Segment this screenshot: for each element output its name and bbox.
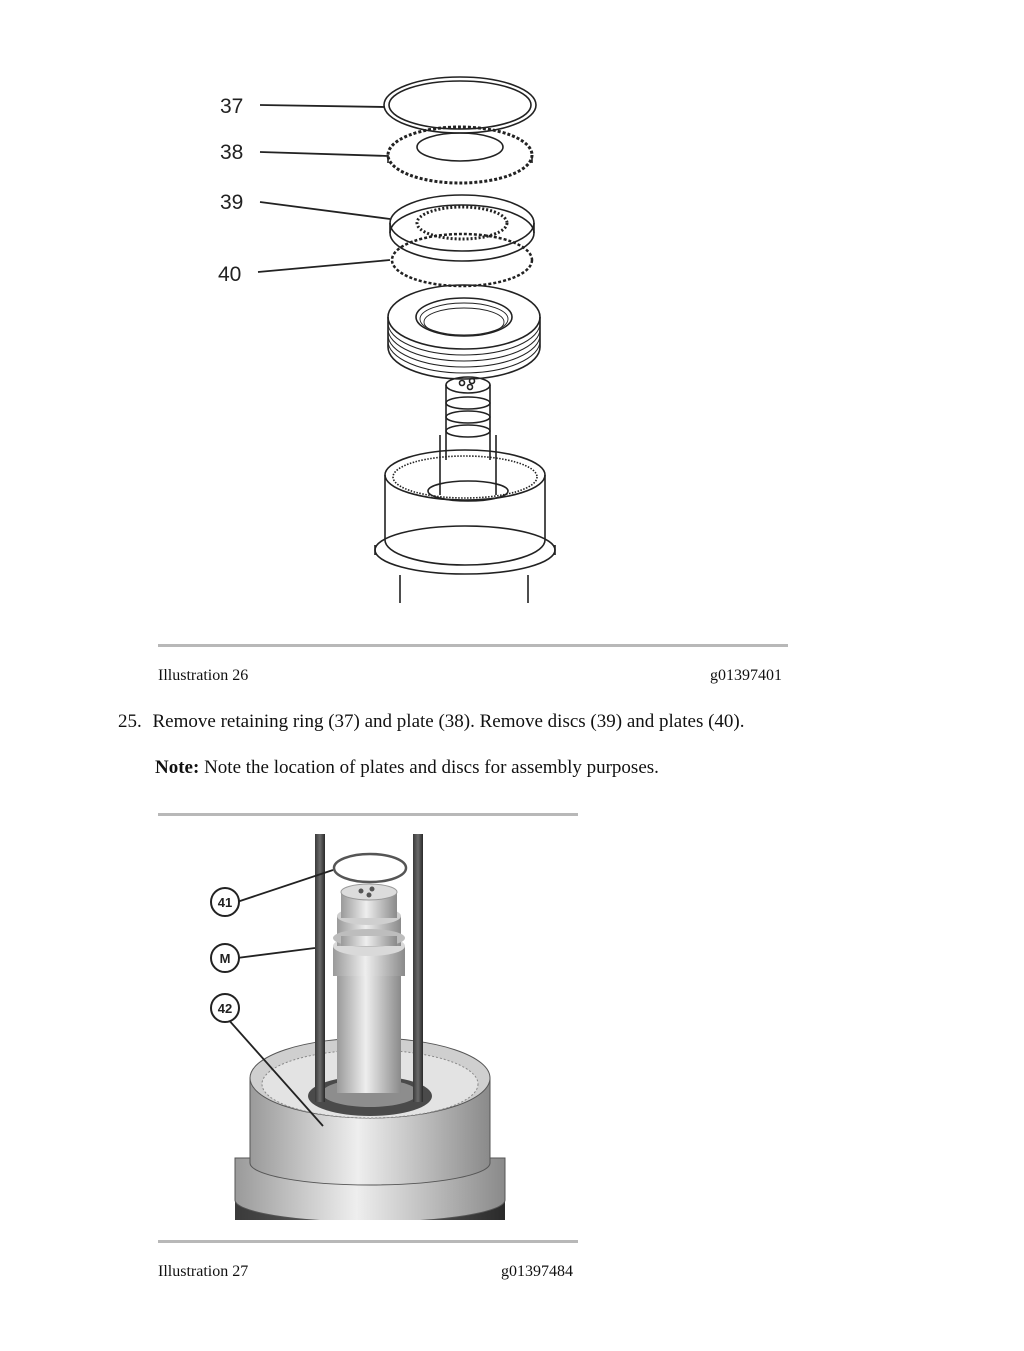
note: Note: Note the location of plates and di… xyxy=(155,757,659,779)
illustration-26-graphic-id: g01397401 xyxy=(710,667,782,684)
illustration-27-shaft-tool: 41 M 42 xyxy=(210,834,506,1220)
note-text: Note the location of plates and discs fo… xyxy=(204,757,659,778)
illustration-26-caption: Illustration 26 xyxy=(158,667,249,684)
callout-38: 38 xyxy=(220,141,243,164)
step-text: Remove retaining ring (37) and plate (38… xyxy=(152,711,745,732)
callout-39: 39 xyxy=(220,191,243,214)
callout-37: 37 xyxy=(220,95,243,118)
step-number: 25. xyxy=(118,711,142,732)
figure-26-divider xyxy=(158,644,788,647)
figure-27-top-divider xyxy=(158,813,578,816)
illustration-26-exploded-clutch: 37 38 39 40 xyxy=(218,76,556,603)
callout-42: 42 xyxy=(218,1001,232,1016)
callout-40: 40 xyxy=(218,263,241,286)
illustration-27-caption: Illustration 27 xyxy=(158,1263,249,1280)
step-25: 25. Remove retaining ring (37) and plate… xyxy=(118,711,745,733)
figure-27-bottom-divider xyxy=(158,1240,578,1243)
illustration-27-graphic-id: g01397484 xyxy=(501,1263,573,1280)
callout-41: 41 xyxy=(218,895,232,910)
note-label: Note: xyxy=(155,757,200,778)
callout-m: M xyxy=(220,951,231,966)
